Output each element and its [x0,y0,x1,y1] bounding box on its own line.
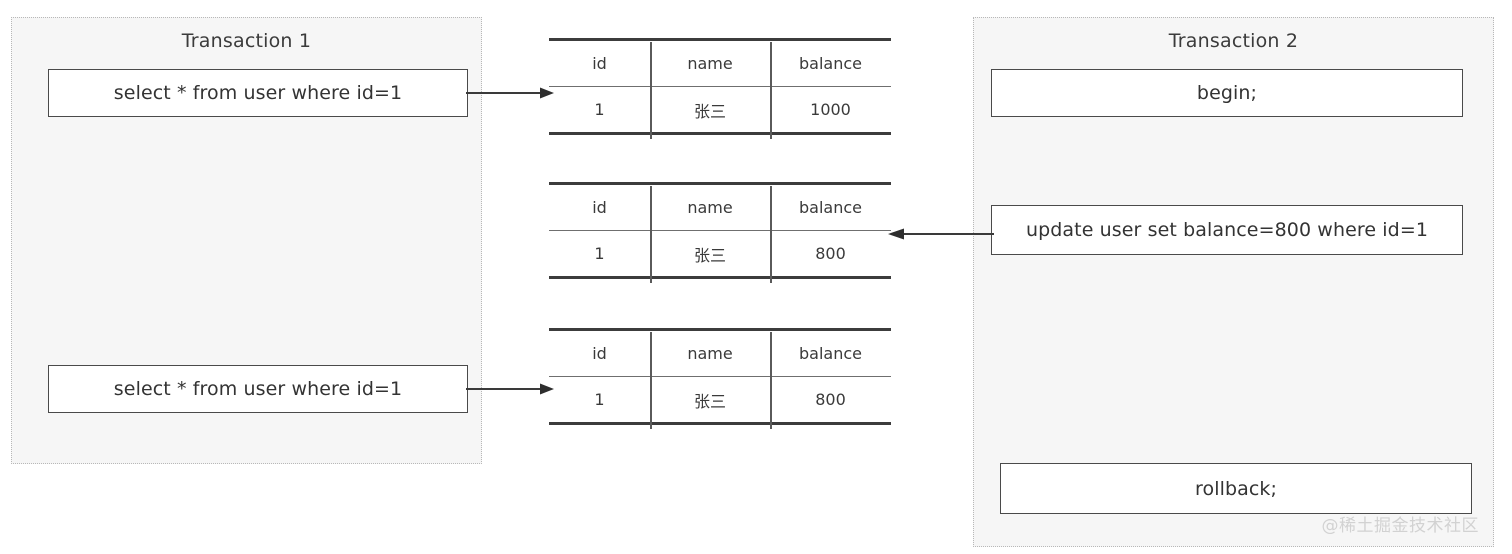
column-divider-2 [770,186,772,283]
column-header-name: name [650,328,770,377]
column-divider-2 [770,332,772,429]
statement-box-begin[interactable]: begin; [991,69,1463,117]
cell-balance: 800 [770,230,891,279]
table-snapshot-1: id name balance 1 张三 1000 [549,38,891,143]
column-divider-1 [650,332,652,429]
column-header-name: name [650,182,770,231]
cell-balance: 1000 [770,86,891,135]
column-header-id: id [549,182,650,231]
column-divider-2 [770,42,772,139]
cell-id: 1 [549,86,650,135]
table-header-row: id name balance [549,328,891,377]
table-row: 1 张三 1000 [549,86,891,135]
cell-id: 1 [549,230,650,279]
user-table: id name balance 1 张三 1000 [549,38,891,135]
table-row: 1 张三 800 [549,230,891,279]
column-divider-1 [650,42,652,139]
column-header-balance: balance [770,38,891,87]
cell-balance: 800 [770,376,891,425]
user-table: id name balance 1 张三 800 [549,328,891,425]
cell-name: 张三 [650,86,770,135]
table-header-row: id name balance [549,38,891,87]
column-header-balance: balance [770,182,891,231]
watermark-text: @稀土掘金技术社区 [1321,516,1479,536]
transaction-1-title: Transaction 1 [181,30,312,52]
table-snapshot-3: id name balance 1 张三 800 [549,328,891,433]
arrow-update-to-table2-icon [888,227,994,241]
column-header-balance: balance [770,328,891,377]
statement-box-select-second[interactable]: select * from user where id=1 [48,365,468,413]
statement-box-update[interactable]: update user set balance=800 where id=1 [991,205,1463,255]
column-divider-1 [650,186,652,283]
cell-name: 张三 [650,376,770,425]
table-snapshot-2: id name balance 1 张三 800 [549,182,891,287]
arrow-select1-to-table1-icon [466,86,554,100]
table-row: 1 张三 800 [549,376,891,425]
table-header-row: id name balance [549,182,891,231]
statement-box-rollback[interactable]: rollback; [1000,463,1472,514]
statement-box-select-first[interactable]: select * from user where id=1 [48,69,468,117]
column-header-id: id [549,38,650,87]
arrow-select2-to-table3-icon [466,382,554,396]
cell-name: 张三 [650,230,770,279]
column-header-id: id [549,328,650,377]
transaction-2-title: Transaction 2 [1168,30,1299,52]
column-header-name: name [650,38,770,87]
user-table: id name balance 1 张三 800 [549,182,891,279]
cell-id: 1 [549,376,650,425]
